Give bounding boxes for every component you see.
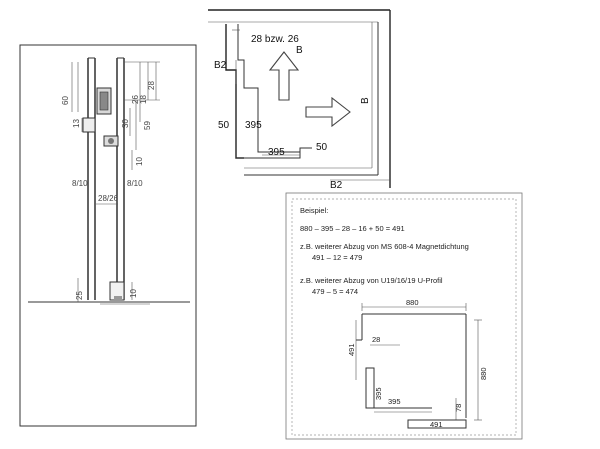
dim-26: 26 bbox=[131, 95, 140, 104]
mini-dim-880-right: 880 bbox=[479, 367, 488, 380]
calc-line-2: z.B. weiterer Abzug von MS 608-4 Magnetd… bbox=[300, 242, 469, 251]
dim-28-26: 28/26 bbox=[98, 194, 119, 203]
example-mini-diagram: 880 491 28 880 395 395 78 491 bbox=[347, 298, 488, 429]
dim-10-bottom: 10 bbox=[129, 289, 138, 298]
dim-8-10-left: 8/10 bbox=[72, 179, 88, 188]
guide-block bbox=[82, 117, 96, 133]
mini-dim-28: 28 bbox=[372, 335, 380, 344]
mini-dim-395-vertical: 395 bbox=[374, 387, 383, 400]
label-395-left: 395 bbox=[245, 120, 262, 131]
label-b-right: B bbox=[360, 97, 371, 104]
example-title: Beispiel: bbox=[300, 206, 328, 215]
dim-10-upper: 10 bbox=[135, 157, 144, 166]
example-panel: Beispiel: 880 – 395 – 28 – 16 + 50 = 491… bbox=[285, 192, 523, 440]
dim-60: 60 bbox=[61, 96, 70, 105]
dim-30: 30 bbox=[121, 119, 130, 128]
mini-dim-880-top: 880 bbox=[406, 298, 419, 307]
calc-line-5: 479 – 5 = 474 bbox=[312, 287, 358, 296]
calc-line-4: z.B. weiterer Abzug von U19/16/19 U-Prof… bbox=[300, 276, 443, 285]
label-395-bottom: 395 bbox=[268, 147, 285, 158]
label-b2-left: B2 bbox=[214, 60, 227, 71]
calc-line-1: 880 – 395 – 28 – 16 + 50 = 491 bbox=[300, 224, 405, 233]
plan-view: 28 bzw. 26 B2 B B 50 395 395 50 B2 bbox=[208, 9, 391, 191]
dim-59: 59 bbox=[143, 121, 152, 130]
mini-dim-491-bottom: 491 bbox=[430, 420, 443, 429]
label-28-bzw-26: 28 bzw. 26 bbox=[251, 34, 299, 45]
label-b-up: B bbox=[296, 45, 303, 56]
arrow-right-icon bbox=[305, 96, 351, 128]
mini-dim-395-horizontal: 395 bbox=[388, 397, 401, 406]
dim-8-10-right: 8/10 bbox=[127, 179, 143, 188]
dim-13: 13 bbox=[72, 119, 81, 128]
dim-28: 28 bbox=[147, 81, 156, 90]
label-50-bottom: 50 bbox=[316, 142, 328, 153]
label-b2-bottom: B2 bbox=[330, 180, 343, 191]
mini-dim-78: 78 bbox=[454, 404, 463, 412]
elevation-section: 60 28 18 13 30 59 26 10 8/10 8/10 28/26 … bbox=[19, 44, 197, 427]
arrow-up-icon bbox=[268, 51, 300, 101]
dim-25: 25 bbox=[75, 291, 84, 300]
calc-line-3: 491 – 12 = 479 bbox=[312, 253, 362, 262]
label-50-left: 50 bbox=[218, 120, 230, 131]
mini-dim-491-left: 491 bbox=[347, 343, 356, 356]
example-frame bbox=[285, 192, 523, 440]
door-profile-outline bbox=[225, 24, 244, 159]
dim-18: 18 bbox=[139, 95, 148, 104]
elevation-frame bbox=[19, 44, 197, 427]
example-dashed-border bbox=[291, 198, 517, 436]
